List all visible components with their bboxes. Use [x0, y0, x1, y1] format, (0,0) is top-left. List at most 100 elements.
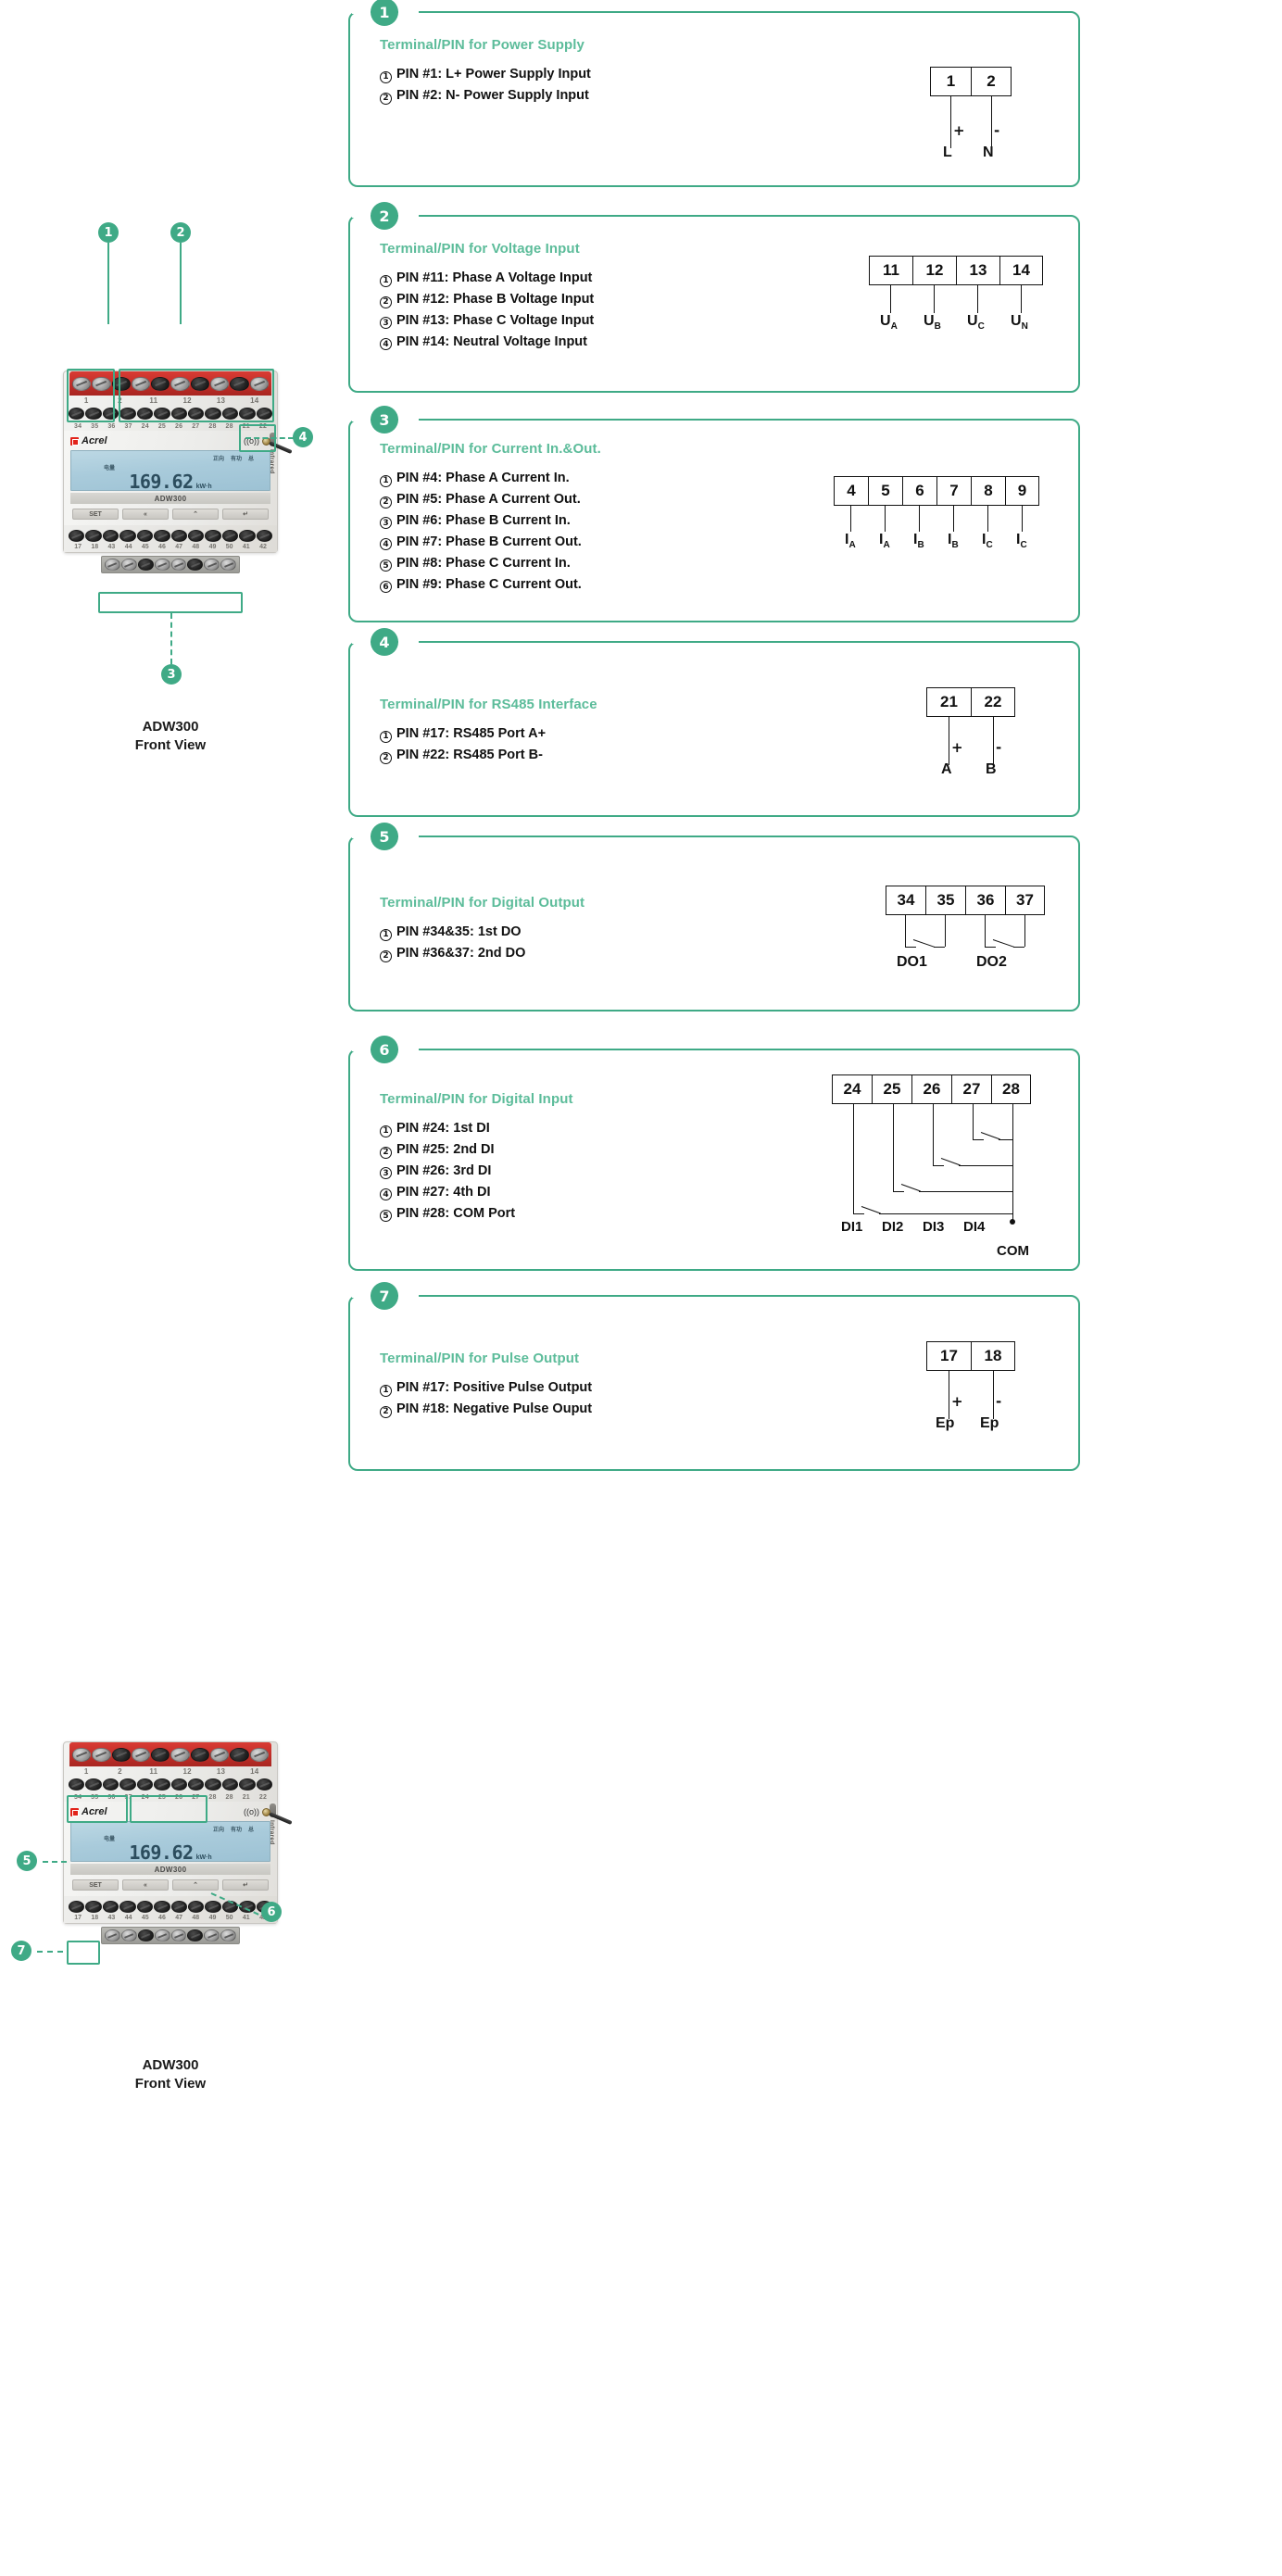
pin-number: 49: [208, 1915, 217, 1921]
up-button[interactable]: ⌃: [172, 509, 219, 520]
model-label: ADW300: [70, 493, 270, 504]
lcd-sub-label: 电量: [104, 1837, 116, 1842]
com-label: COM: [997, 1243, 1029, 1259]
meter-device-bottom: 1 2 11 12 13 14: [63, 1741, 278, 1965]
lead-line: [853, 1104, 854, 1213]
terminal-screw: [111, 376, 131, 391]
up-button[interactable]: ⌃: [172, 1879, 219, 1891]
enter-button[interactable]: ↵: [222, 509, 269, 520]
switch-return: [919, 1191, 1012, 1192]
terminal-box: 14: [999, 256, 1043, 285]
terminal-label: UA: [880, 313, 898, 333]
lead-line: [973, 1104, 974, 1139]
terminal-box: 5: [868, 476, 902, 506]
terminal-screw: [154, 559, 170, 571]
switch-contact: [853, 1213, 864, 1214]
terminal-box: 8: [971, 476, 1005, 506]
pin-number: 1: [83, 396, 89, 405]
leader-line-7: [37, 1951, 63, 1953]
terminal-screw: [69, 1778, 85, 1791]
pin-text: PIN #1: L+ Power Supply Input: [396, 67, 591, 82]
pin-number: 45: [141, 544, 149, 550]
brand-name: Acrel: [82, 435, 107, 446]
pin-list-item: 5 PIN #8: Phase C Current In.: [380, 553, 826, 574]
brand-logo: Acrel: [70, 1806, 107, 1817]
terminal-screw: [154, 1929, 170, 1941]
terminal-screw: [187, 1901, 205, 1913]
terminal-screw: [85, 408, 102, 420]
brand-name: Acrel: [82, 1806, 107, 1817]
power-voltage-terminal-block: [69, 1742, 271, 1766]
terminal-box: 7: [936, 476, 971, 506]
lead-line: [933, 1104, 934, 1165]
pin-text: PIN #17: Positive Pulse Output: [396, 1380, 593, 1395]
device-figure-bottom: 1 2 11 12 13 14: [0, 1741, 341, 2092]
leader-line-5: [43, 1861, 67, 1863]
list-marker-icon: 2: [380, 496, 392, 509]
relay-contact: [985, 947, 996, 948]
card-badge-1: 1: [352, 0, 419, 26]
card-badge-3: 3: [352, 406, 419, 434]
card-voltage-input: 2 Terminal/PIN for Voltage Input 1 PIN #…: [348, 202, 1080, 393]
infrared-label: Infrared: [269, 1820, 275, 1845]
card-title: Terminal/PIN for Current In.&Out.: [380, 441, 601, 457]
pin-number: 28: [208, 1794, 217, 1801]
bottom-terminal-section: 17 18 43 44 45 46 47 48 49 50 41 42: [64, 525, 277, 552]
meter-front-panel: Infrared Acrel ((o)): [64, 431, 277, 525]
list-marker-icon: 1: [380, 70, 392, 83]
power-voltage-terminal-block: [69, 371, 271, 396]
switch-contact: [893, 1191, 904, 1192]
pin-list-item: 1 PIN #1: L+ Power Supply Input: [380, 64, 915, 85]
terminal-box: 25: [872, 1074, 911, 1104]
set-button[interactable]: SET: [72, 1879, 119, 1891]
terminal-screw: [119, 530, 136, 542]
switch-return: [879, 1213, 1012, 1214]
relay-switch-arm: [992, 939, 1014, 948]
pin-number: 21: [242, 1794, 250, 1801]
terminal-screw: [69, 530, 85, 542]
callout-badge-6: 6: [261, 1902, 282, 1922]
pin-number: 48: [192, 544, 200, 550]
pin-number: 28: [225, 423, 233, 430]
pin-number: 28: [208, 423, 217, 430]
terminal-box: 37: [1005, 886, 1045, 915]
bottom-terminal-section: 17 18 43 44 45 46 47 48 49 50 41 42: [64, 1896, 277, 1923]
pin-text: PIN #6: Phase B Current In.: [396, 512, 571, 528]
set-button[interactable]: SET: [72, 509, 119, 520]
enter-button[interactable]: ↵: [222, 1879, 269, 1891]
caption-model: ADW300: [142, 2057, 199, 2073]
terminal-screw: [204, 559, 220, 571]
terminal-screw: [170, 1747, 190, 1762]
left-button[interactable]: «: [122, 1879, 169, 1891]
pin-list: 1 PIN #1: L+ Power Supply Input 2 PIN #2…: [380, 64, 915, 107]
list-marker-icon: 5: [380, 559, 392, 572]
left-button[interactable]: «: [122, 509, 169, 520]
list-marker-icon: 1: [380, 1125, 392, 1137]
pin-list-item: 1 PIN #24: 1st DI: [380, 1118, 824, 1139]
infrared-label: Infrared: [269, 449, 275, 474]
list-marker-icon: 1: [380, 474, 392, 487]
ct-terminal-block: [101, 1927, 240, 1944]
pin-text: PIN #4: Phase A Current In.: [396, 471, 570, 485]
pin-number: 42: [259, 544, 267, 550]
leader-line-1: [107, 243, 109, 324]
callout-badge-7: 7: [11, 1941, 31, 1961]
lcd-top-label: 总: [247, 1828, 254, 1833]
pin-list: 1 PIN #11: Phase A Voltage Input 2 PIN #…: [380, 268, 860, 353]
pin-text: PIN #22: RS485 Port B-: [396, 747, 543, 762]
callout-badge-3: 3: [161, 664, 182, 685]
pin-number: 13: [216, 1767, 226, 1776]
pin-number: 25: [157, 423, 167, 430]
card-title: Terminal/PIN for Digital Output: [380, 895, 585, 911]
antenna-icon: [262, 1807, 270, 1816]
terminal-screw: [85, 1901, 102, 1913]
card-title: Terminal/PIN for Pulse Output: [380, 1351, 580, 1366]
pin-text: PIN #17: RS485 Port A+: [396, 726, 547, 741]
pin-number: 12: [182, 396, 192, 405]
terminal-label: IC: [1016, 532, 1027, 551]
pin-text: PIN #28: COM Port: [396, 1205, 516, 1221]
pin-text: PIN #13: Phase C Voltage Input: [396, 312, 595, 328]
terminal-screw: [92, 376, 111, 391]
model-label: ADW300: [70, 1864, 270, 1875]
terminal-diagram-power: 1 2 + - L N: [915, 67, 1054, 161]
